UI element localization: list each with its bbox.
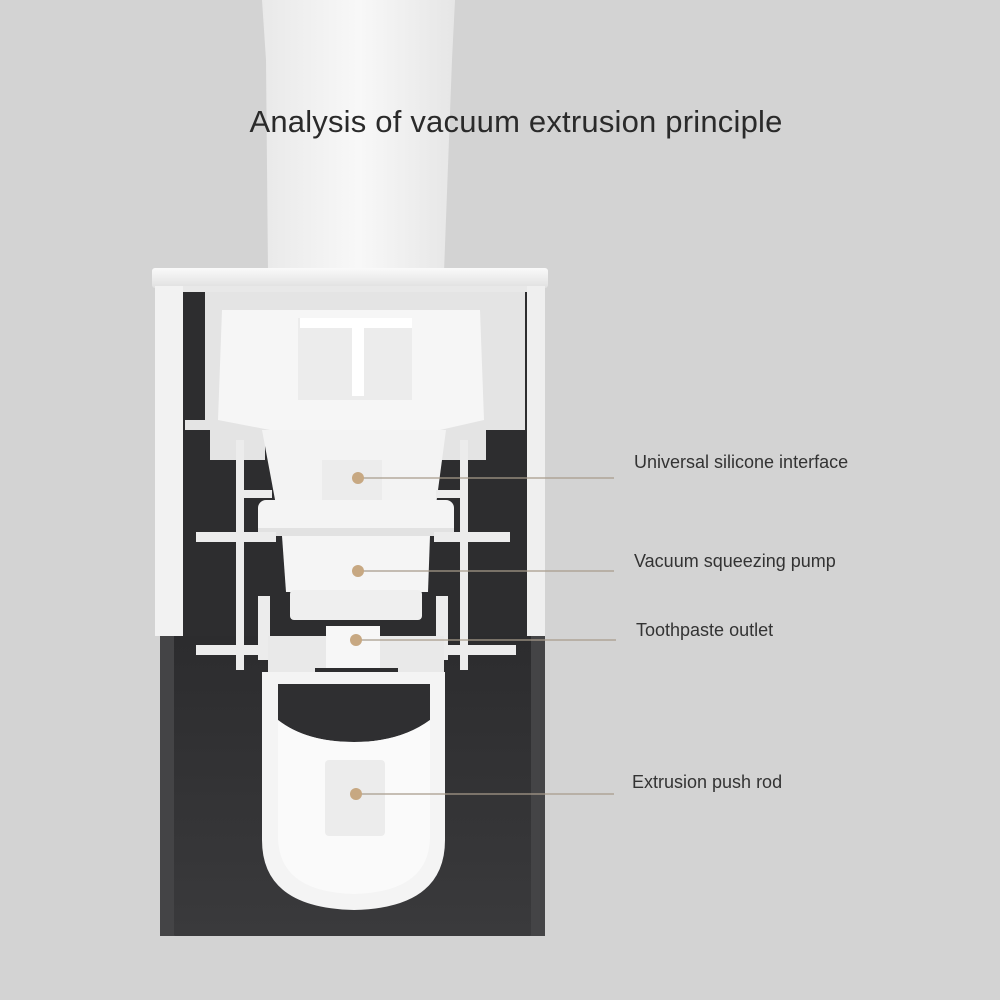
housing-lower-edge-right — [531, 636, 545, 936]
housing-top-rim — [152, 268, 548, 288]
housing-left-wall — [155, 286, 183, 636]
callout-toothpaste-outlet — [350, 634, 616, 646]
toothpaste-tube — [262, 0, 455, 272]
left-bracket — [196, 440, 276, 670]
pump-flange-shadow — [258, 528, 454, 536]
t-slot-stem — [352, 326, 364, 396]
pump-flange — [258, 500, 454, 536]
label-extrusion-push-rod: Extrusion push rod — [632, 772, 783, 792]
marker-dot — [352, 565, 364, 577]
t-slot-bar — [300, 318, 412, 328]
label-toothpaste-outlet: Toothpaste outlet — [636, 620, 774, 640]
pump-body — [282, 536, 430, 592]
callout-universal-silicone-interface — [352, 472, 614, 484]
toothpaste-outlet-nozzle — [326, 626, 380, 668]
marker-dot — [350, 788, 362, 800]
callout-extrusion-push-rod — [350, 788, 614, 800]
pump-ring — [290, 590, 422, 620]
callout-vacuum-squeezing-pump — [352, 565, 614, 577]
label-universal-silicone-interface: Universal silicone interface — [634, 452, 849, 472]
housing-lower-edge-left — [160, 636, 174, 936]
push-rod-inner-dark — [278, 684, 430, 742]
marker-dot — [350, 634, 362, 646]
label-vacuum-squeezing-pump: Vacuum squeezing pump — [634, 551, 836, 571]
marker-dot — [352, 472, 364, 484]
diagram-title: Analysis of vacuum extrusion principle — [249, 104, 783, 139]
housing-right-wall — [527, 286, 545, 636]
neck-thread — [322, 460, 382, 504]
